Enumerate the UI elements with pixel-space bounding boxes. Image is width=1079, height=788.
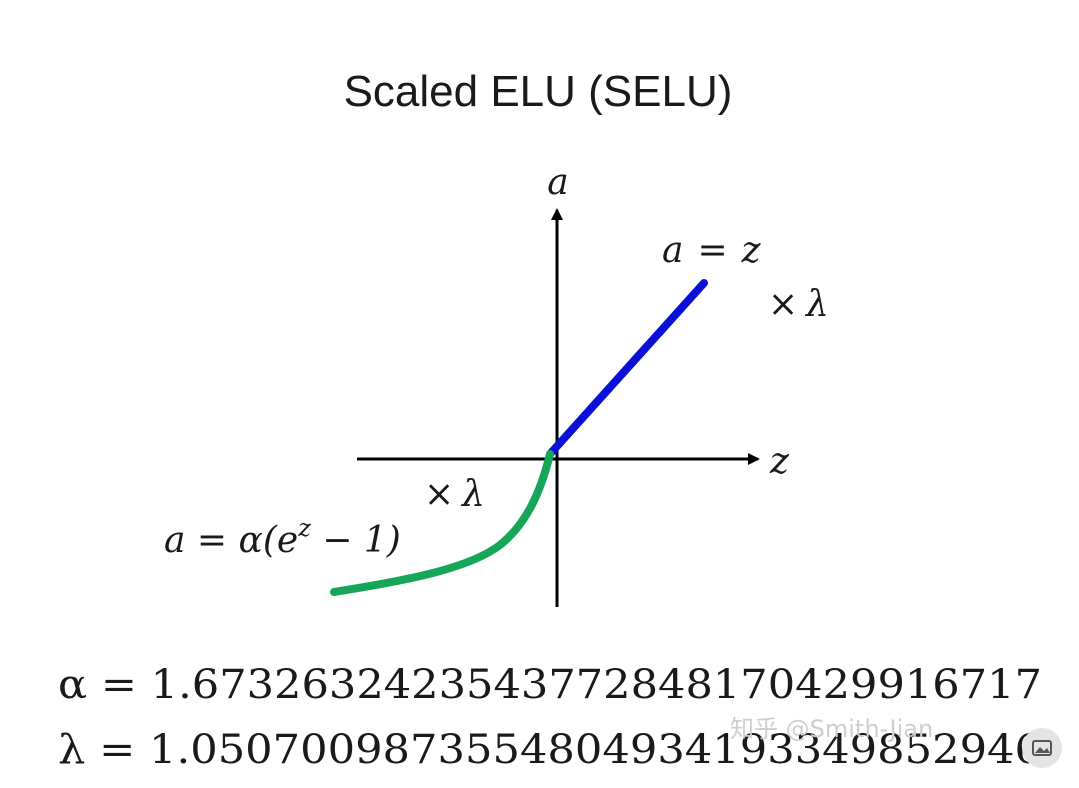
negative-formula-suffix: − 1) [311, 520, 401, 561]
negative-scale-label: ×λ [424, 474, 485, 515]
positive-scale-label: ×λ [768, 284, 829, 325]
negative-scale-times: × [424, 474, 454, 515]
y-axis-label: a [547, 162, 568, 203]
negative-formula: a = α(ez − 1) [164, 514, 401, 561]
lambda-constant: λ = 1.0507009873554804934193349852946 [58, 727, 1042, 773]
positive-formula-eq: = [697, 230, 727, 271]
positive-formula-lhs: a [662, 230, 683, 271]
positive-scale-times: × [768, 284, 798, 325]
image-icon[interactable] [1022, 728, 1062, 768]
alpha-constant: α = 1.6732632423543772848170429916717 [58, 662, 1042, 708]
negative-formula-prefix: a = α(e [164, 520, 298, 561]
positive-branch-line [546, 279, 708, 458]
positive-formula-rhs: z [741, 230, 762, 271]
watermark: 知乎 @Smith-Jian [730, 715, 933, 743]
negative-branch-curve [330, 450, 554, 596]
positive-scale-symbol: λ [804, 284, 829, 325]
x-axis-label: z [769, 441, 790, 482]
negative-formula-exponent: z [297, 514, 311, 542]
page-title: Scaled ELU (SELU) [344, 67, 733, 116]
positive-formula: a = z [662, 230, 762, 271]
negative-scale-symbol: λ [460, 474, 485, 515]
